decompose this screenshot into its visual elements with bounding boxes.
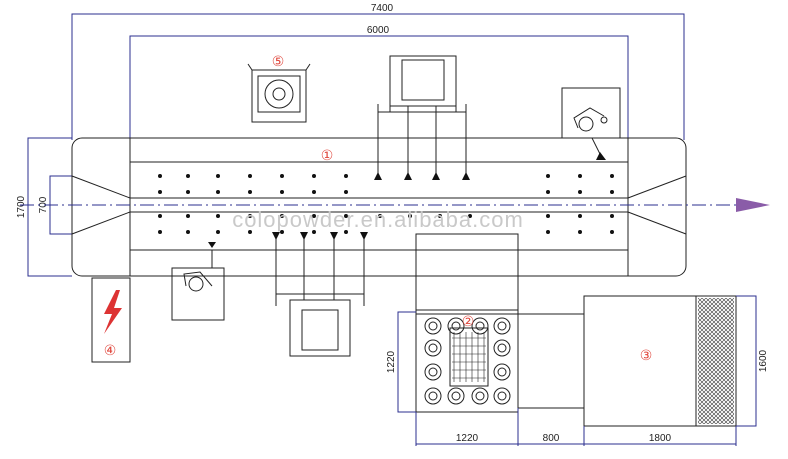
bottom-gun-unit xyxy=(275,236,365,357)
dim-overall-length: 7400 xyxy=(371,3,394,14)
oven-burner-mesh xyxy=(698,298,734,424)
power-unit xyxy=(91,277,131,363)
bottom-dimension-lines xyxy=(397,295,757,446)
marker-recovery: ② xyxy=(462,314,475,330)
dim-recovery-depth: 1220 xyxy=(386,350,397,373)
dimension-frame-6000 xyxy=(129,35,629,140)
marker-hopper: ⑤ xyxy=(272,54,285,70)
recovery-filter-grid xyxy=(452,332,486,382)
hanger-dots xyxy=(158,174,614,234)
powder-hopper xyxy=(247,63,311,123)
dim-recovery-width: 1220 xyxy=(456,433,479,444)
hand-gun-left-icon xyxy=(208,242,216,248)
dim-opening-width: 700 xyxy=(38,196,49,213)
operator-platform-right xyxy=(561,87,621,155)
flow-arrow-icon xyxy=(736,198,770,212)
marker-oven: ③ xyxy=(640,348,653,364)
dim-oven-depth: 1600 xyxy=(758,349,769,372)
marker-power: ④ xyxy=(104,343,117,359)
dim-overall-width: 1700 xyxy=(16,195,27,218)
dimension-frame-1700 xyxy=(27,137,72,277)
recovery-cartridges xyxy=(424,317,511,405)
top-gun-unit xyxy=(377,55,467,174)
lightning-icon xyxy=(104,290,122,334)
dim-oven-length: 1800 xyxy=(649,433,672,444)
operator-platform-left xyxy=(171,250,225,321)
curing-oven xyxy=(583,295,737,427)
duct xyxy=(517,313,585,409)
marker-booth: ① xyxy=(321,148,334,164)
watermark: colopowder.en.alibaba.com xyxy=(232,207,524,232)
spray-booth xyxy=(71,137,687,277)
bottom-spray-guns xyxy=(272,232,368,240)
top-spray-guns xyxy=(374,172,470,180)
dim-booth-length: 6000 xyxy=(367,25,390,36)
hand-gun-right-icon xyxy=(596,152,606,160)
dim-gap: 800 xyxy=(543,433,560,444)
dimension-frame-7400 xyxy=(71,13,685,140)
